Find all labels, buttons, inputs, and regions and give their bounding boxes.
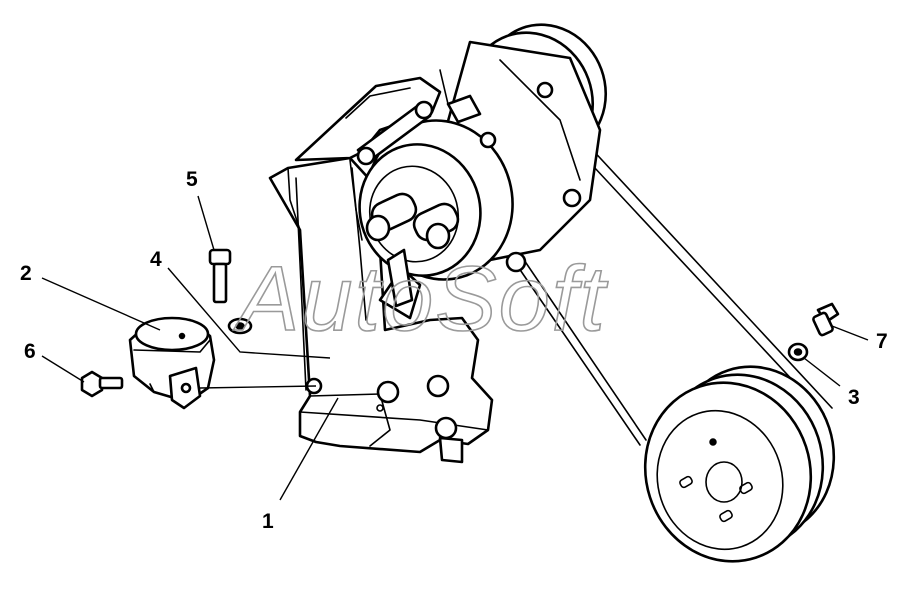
leader-6: [41, 355, 85, 383]
leader-1: [279, 397, 339, 501]
leader-2: [41, 277, 161, 331]
drive-belt: [511, 144, 833, 446]
callout-3: 3: [848, 386, 860, 409]
ac-compressor: [356, 23, 608, 308]
callout-5: 5: [186, 168, 198, 191]
mounting-bracket: [268, 76, 494, 464]
callout-7: 7: [876, 330, 888, 353]
leader-3: [803, 357, 841, 387]
leader-5: [197, 195, 215, 251]
leader-lines: [41, 195, 869, 501]
callout-6: 6: [24, 340, 36, 363]
washer-3: [787, 342, 809, 362]
cover-cap: [128, 316, 216, 410]
watermark: AutoSoft: [233, 248, 608, 350]
bolt-6: [80, 370, 124, 398]
callout-2: 2: [20, 262, 32, 285]
leader-ear: [199, 385, 317, 389]
washer-4: [227, 317, 253, 335]
bolt-5: [208, 248, 232, 304]
leader-4: [167, 267, 331, 359]
bolt-7: [812, 302, 840, 337]
callout-1: 1: [262, 510, 274, 533]
leader-7: [831, 325, 869, 341]
crankshaft-pulley: [643, 365, 836, 563]
callout-4: 4: [150, 248, 162, 271]
